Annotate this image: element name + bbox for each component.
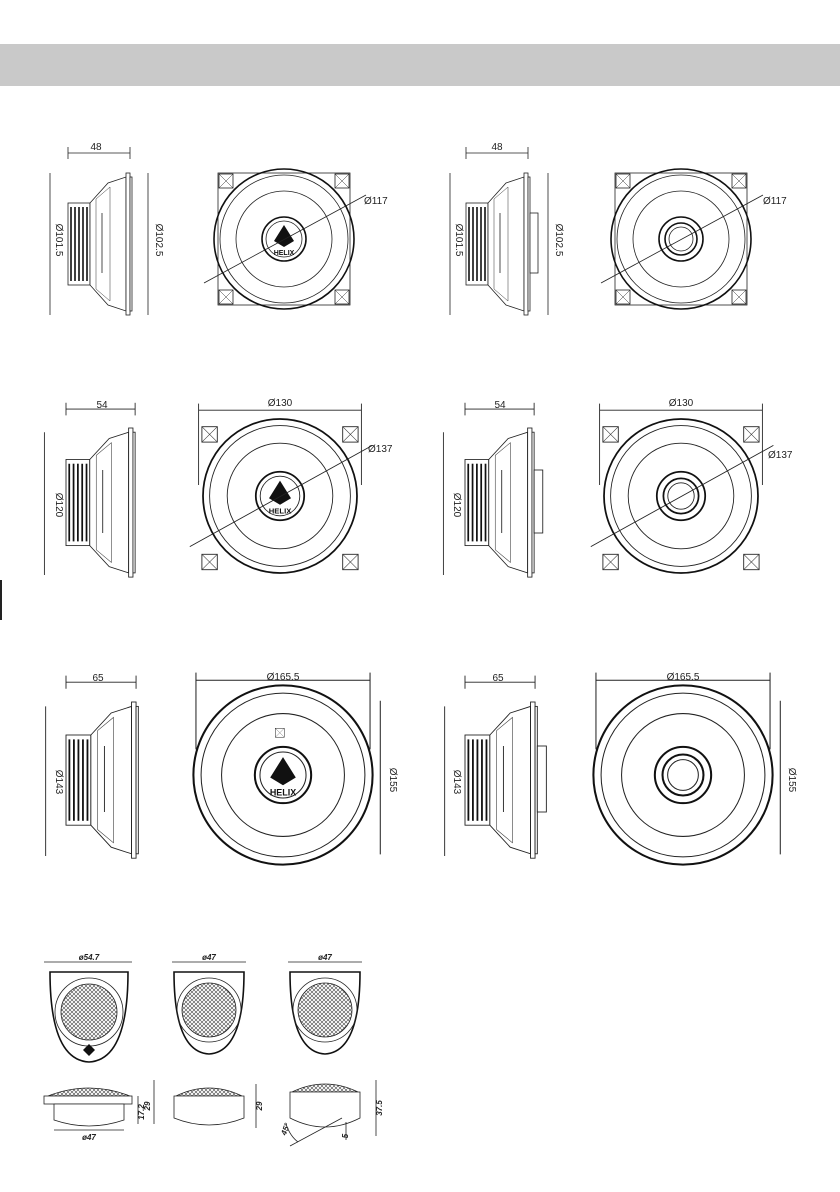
row1-right-diam-left: Ø101.5: [453, 224, 464, 257]
row2-left-depth: 54: [96, 400, 108, 411]
tweeter1-top-view: [44, 962, 132, 1062]
tweeter1-top-diam: ø54.7: [79, 953, 100, 962]
row3-left-diam: Ø143: [53, 770, 64, 795]
row2-left-side-view: [44, 403, 135, 577]
tweeter3-top-diam: ø47: [318, 953, 332, 962]
tweeter2-height: 29: [255, 1101, 264, 1111]
row3-right-front-diam-right: Ø155: [786, 768, 797, 793]
row1-right-depth: 48: [491, 142, 503, 153]
row2-right-front-diam: Ø137: [768, 450, 793, 461]
row1-right-front-view: [601, 169, 763, 309]
tweeter2-side-view: [174, 1084, 256, 1128]
row3-left-front-diam-top: Ø165.5: [267, 672, 300, 683]
row3-right-front-diam-top: Ø165.5: [667, 672, 700, 683]
row1-left-diam-left: Ø101.5: [53, 224, 64, 257]
tweeter3-height: 37.5: [375, 1100, 384, 1116]
row2-right-front-view: [591, 404, 774, 573]
tweeter1-bottom-diam: ø47: [82, 1133, 96, 1142]
row2-left-diam: Ø120: [53, 493, 64, 518]
row1-left-diam-right: Ø102.5: [153, 224, 164, 257]
row2-right-depth: 54: [494, 400, 506, 411]
row3-right-diam: Ø143: [451, 770, 462, 795]
row2-left-front-view: [190, 404, 373, 573]
row1-right-diam-right: Ø102.5: [553, 224, 564, 257]
tweeter3-side-view: [286, 1080, 376, 1146]
tweeter3-small-dim: 5: [341, 1133, 350, 1138]
tweeter3-top-view: [288, 962, 362, 1054]
row3-left-front-view: [193, 673, 380, 865]
tweeter2-top-diam: ø47: [202, 953, 216, 962]
tweeter1-height-2: 29: [143, 1101, 152, 1111]
row2-right-diam: Ø120: [451, 493, 462, 518]
row2-right-front-diam-top: Ø130: [669, 398, 694, 409]
tweeter2-top-view: [172, 962, 246, 1054]
row2-left-front-diam: Ø137: [368, 444, 393, 455]
row1-left-front-view: [204, 169, 366, 309]
row3-left-side-view: [46, 676, 139, 859]
row2-right-side-view: [443, 403, 542, 577]
row1-left-front-diam: Ø117: [364, 196, 388, 207]
row1-left-depth: 48: [90, 142, 102, 153]
row3-right-front-view: [593, 673, 780, 865]
row3-left-front-diam-right: Ø155: [387, 768, 398, 793]
row2-left-front-diam-top: Ø130: [268, 398, 293, 409]
row3-right-side-view: [445, 676, 547, 859]
tweeter3-angle: 45°: [279, 1121, 292, 1137]
row3-left-depth: 65: [92, 673, 104, 684]
row1-right-front-diam: Ø117: [763, 196, 787, 207]
row3-right-depth: 65: [492, 673, 504, 684]
